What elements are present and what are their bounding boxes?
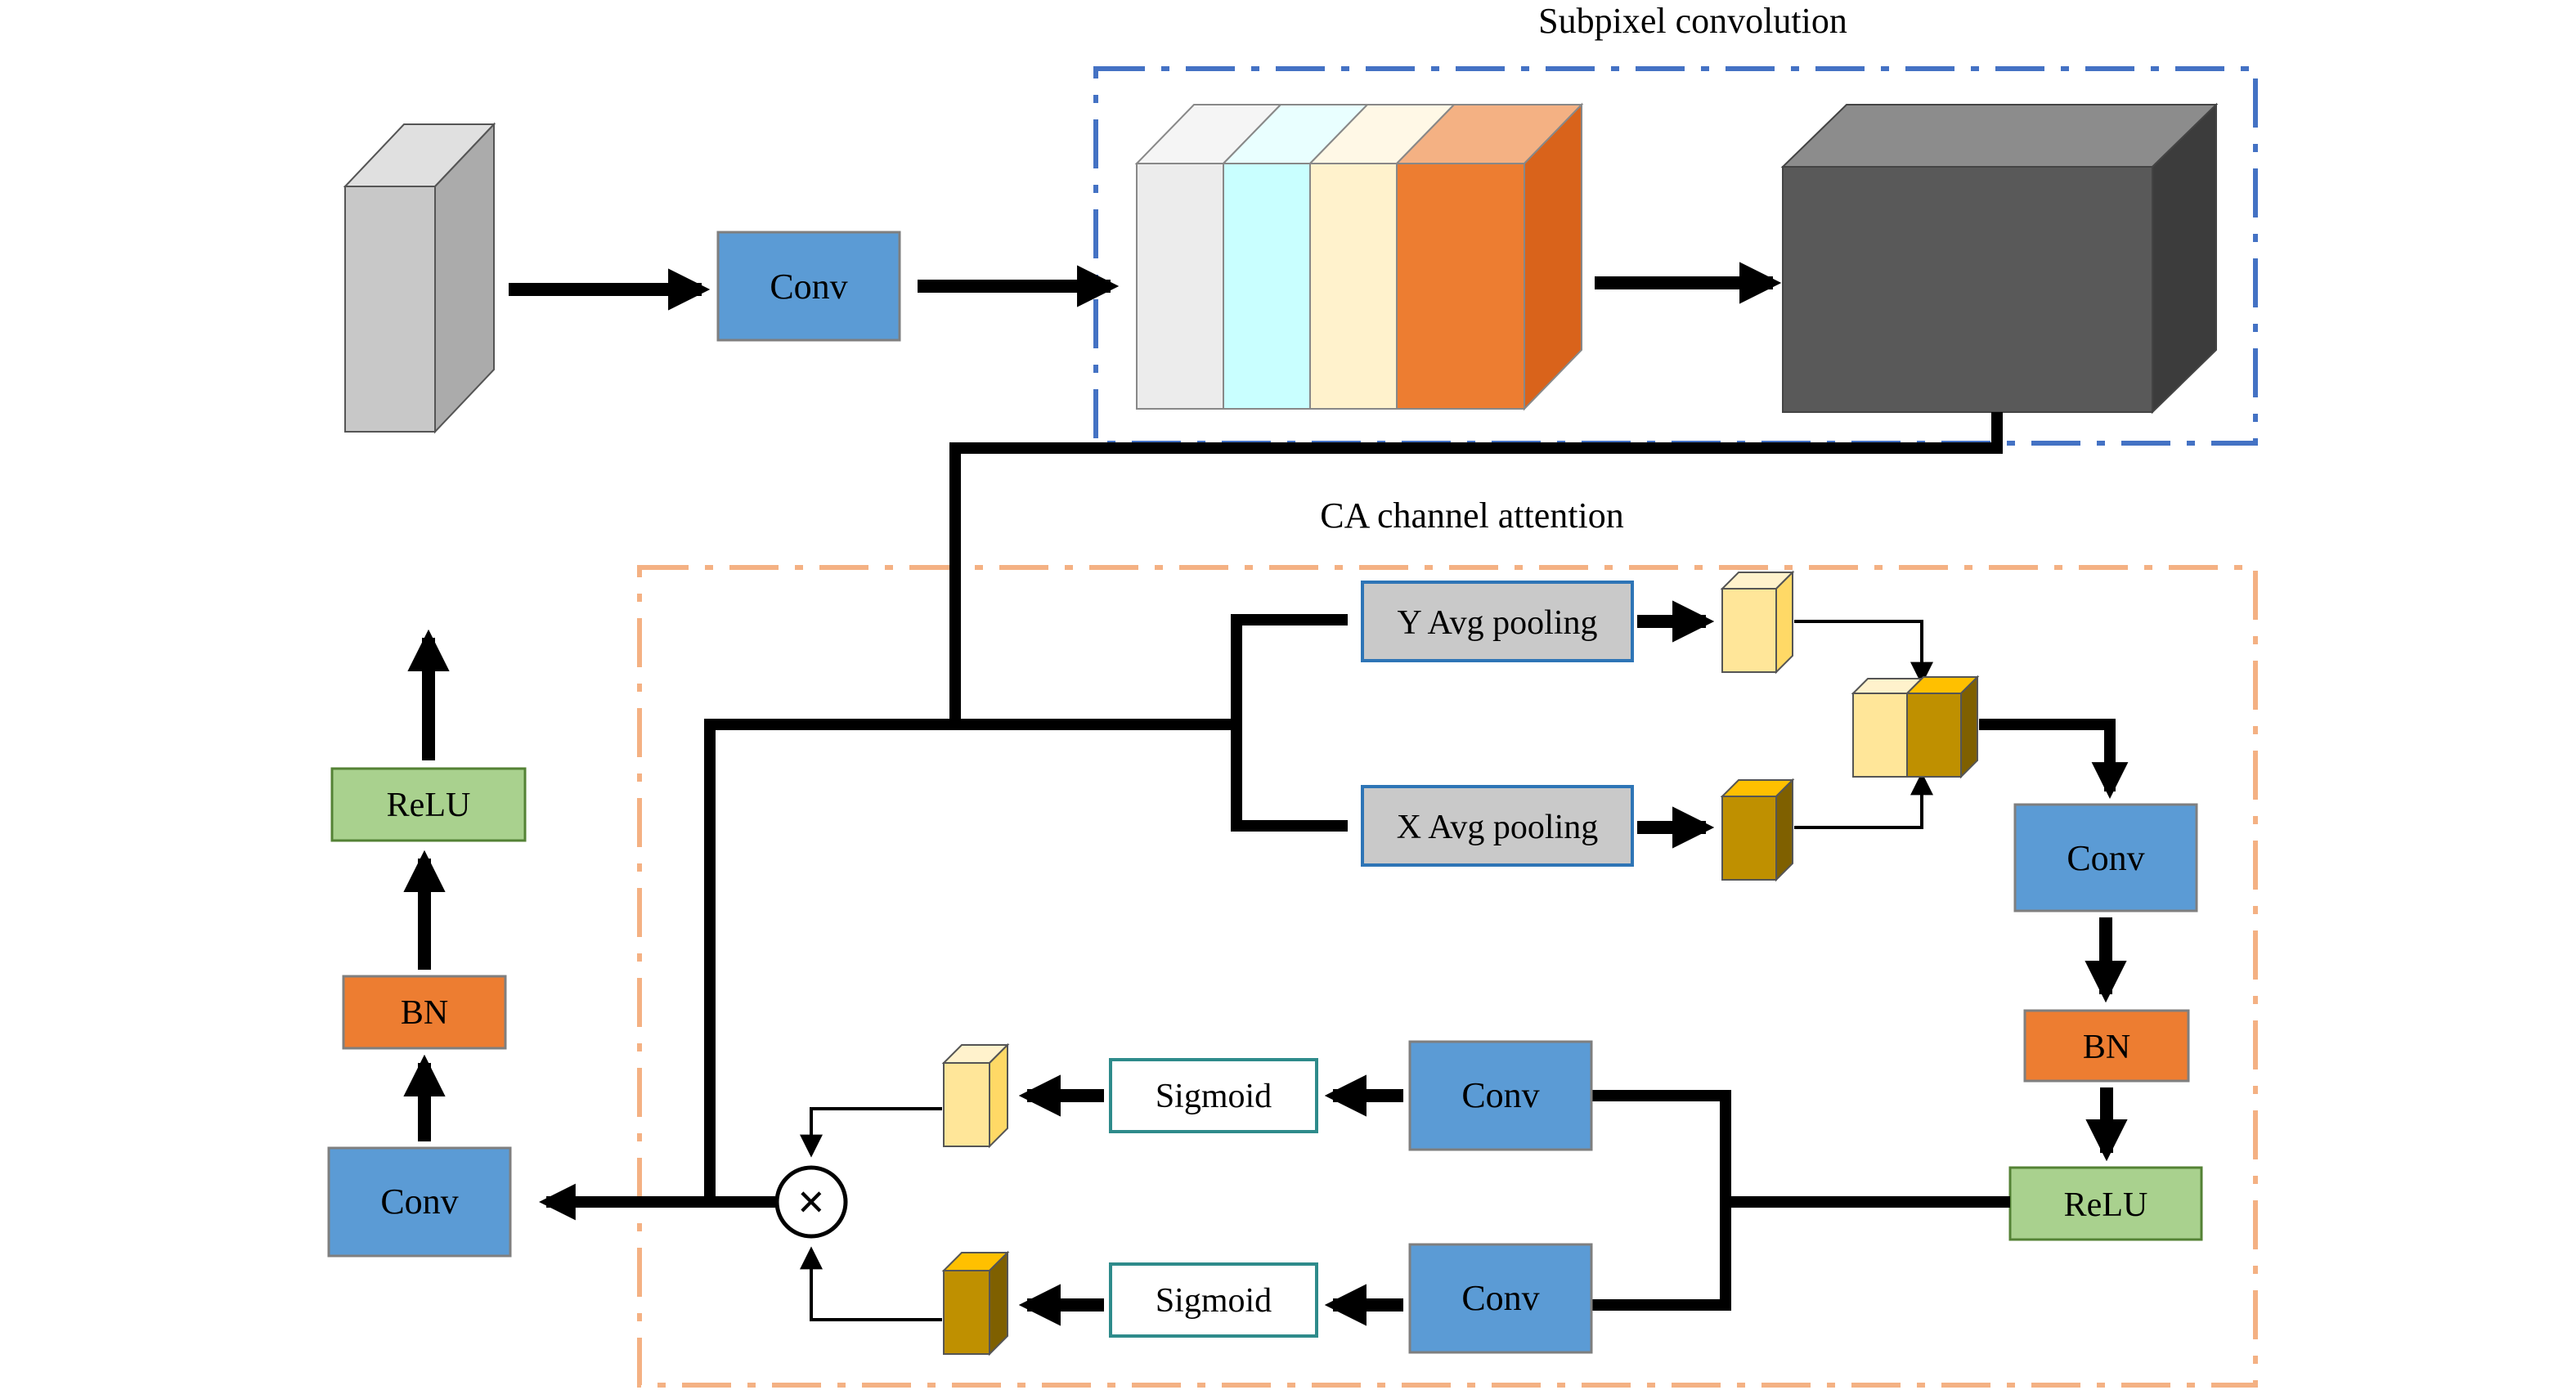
conv-mid-bottom-label: Conv	[1461, 1278, 1539, 1318]
x-pool-label: X Avg pooling	[1397, 809, 1599, 846]
sigmoid-top-label: Sigmoid	[1156, 1078, 1272, 1115]
subpixel-output-cube	[1780, 102, 2219, 415]
conv-right-label: Conv	[2067, 838, 2144, 878]
bn-left-label: BN	[401, 994, 448, 1032]
conv-top-block: Conv	[716, 231, 901, 342]
arrow-xcube-to-concat	[1794, 772, 1933, 829]
conv-left-label: Conv	[380, 1182, 458, 1222]
conv-left-block: Conv	[327, 1146, 512, 1258]
x-pooled-cube	[1720, 778, 1795, 882]
bn-right-block: BN	[2023, 1009, 2190, 1083]
relu-left-label: ReLU	[387, 787, 471, 824]
attention-cube-top	[941, 1042, 1010, 1149]
split-line	[1591, 1090, 1731, 1311]
arrow-cube-bottom-to-multiply	[800, 1246, 942, 1321]
conv-right-block: Conv	[2013, 803, 2198, 912]
relu-left-block: ReLU	[330, 767, 527, 842]
input-feature-cube	[343, 122, 496, 434]
y-avg-pooling-block: Y Avg pooling	[1361, 581, 1634, 662]
ca-region	[637, 565, 2258, 1388]
relu-right-label: ReLU	[2064, 1186, 2148, 1224]
conv-mid-top-label: Conv	[1461, 1075, 1539, 1115]
bn-left-block: BN	[342, 975, 507, 1050]
concat-cubes	[1851, 675, 1980, 779]
attention-cube-bottom	[941, 1250, 1010, 1356]
conv-mid-bottom-block: Conv	[1408, 1243, 1593, 1354]
ca-title: CA channel attention	[1320, 495, 1623, 536]
conv-mid-top-block: Conv	[1408, 1040, 1593, 1151]
arrow-ycube-to-concat	[1794, 620, 1933, 685]
subpixel-title: Subpixel convolution	[1538, 1, 1847, 41]
y-pooled-cube	[1720, 570, 1795, 675]
connector-subpixel-to-ca	[949, 412, 2003, 724]
bn-right-label: BN	[2083, 1029, 2130, 1066]
trunk-line	[704, 719, 1236, 1202]
sigmoid-top-block: Sigmoid	[1109, 1058, 1318, 1133]
subpixel-channel-stack	[1134, 102, 1584, 411]
relu-right-block: ReLU	[2008, 1166, 2203, 1241]
multiply-symbol: ×	[797, 1175, 825, 1229]
sigmoid-bottom-block: Sigmoid	[1109, 1262, 1318, 1338]
y-pool-label: Y Avg pooling	[1397, 604, 1597, 642]
x-avg-pooling-block: X Avg pooling	[1361, 785, 1634, 867]
conv-top-label: Conv	[770, 267, 847, 307]
sigmoid-bottom-label: Sigmoid	[1156, 1282, 1272, 1320]
multiply-node: ×	[774, 1165, 848, 1239]
arrow-concat-to-conv	[1979, 719, 2129, 799]
branch-y-line	[1231, 614, 1348, 826]
arrow-cube-top-to-multiply	[800, 1107, 942, 1158]
